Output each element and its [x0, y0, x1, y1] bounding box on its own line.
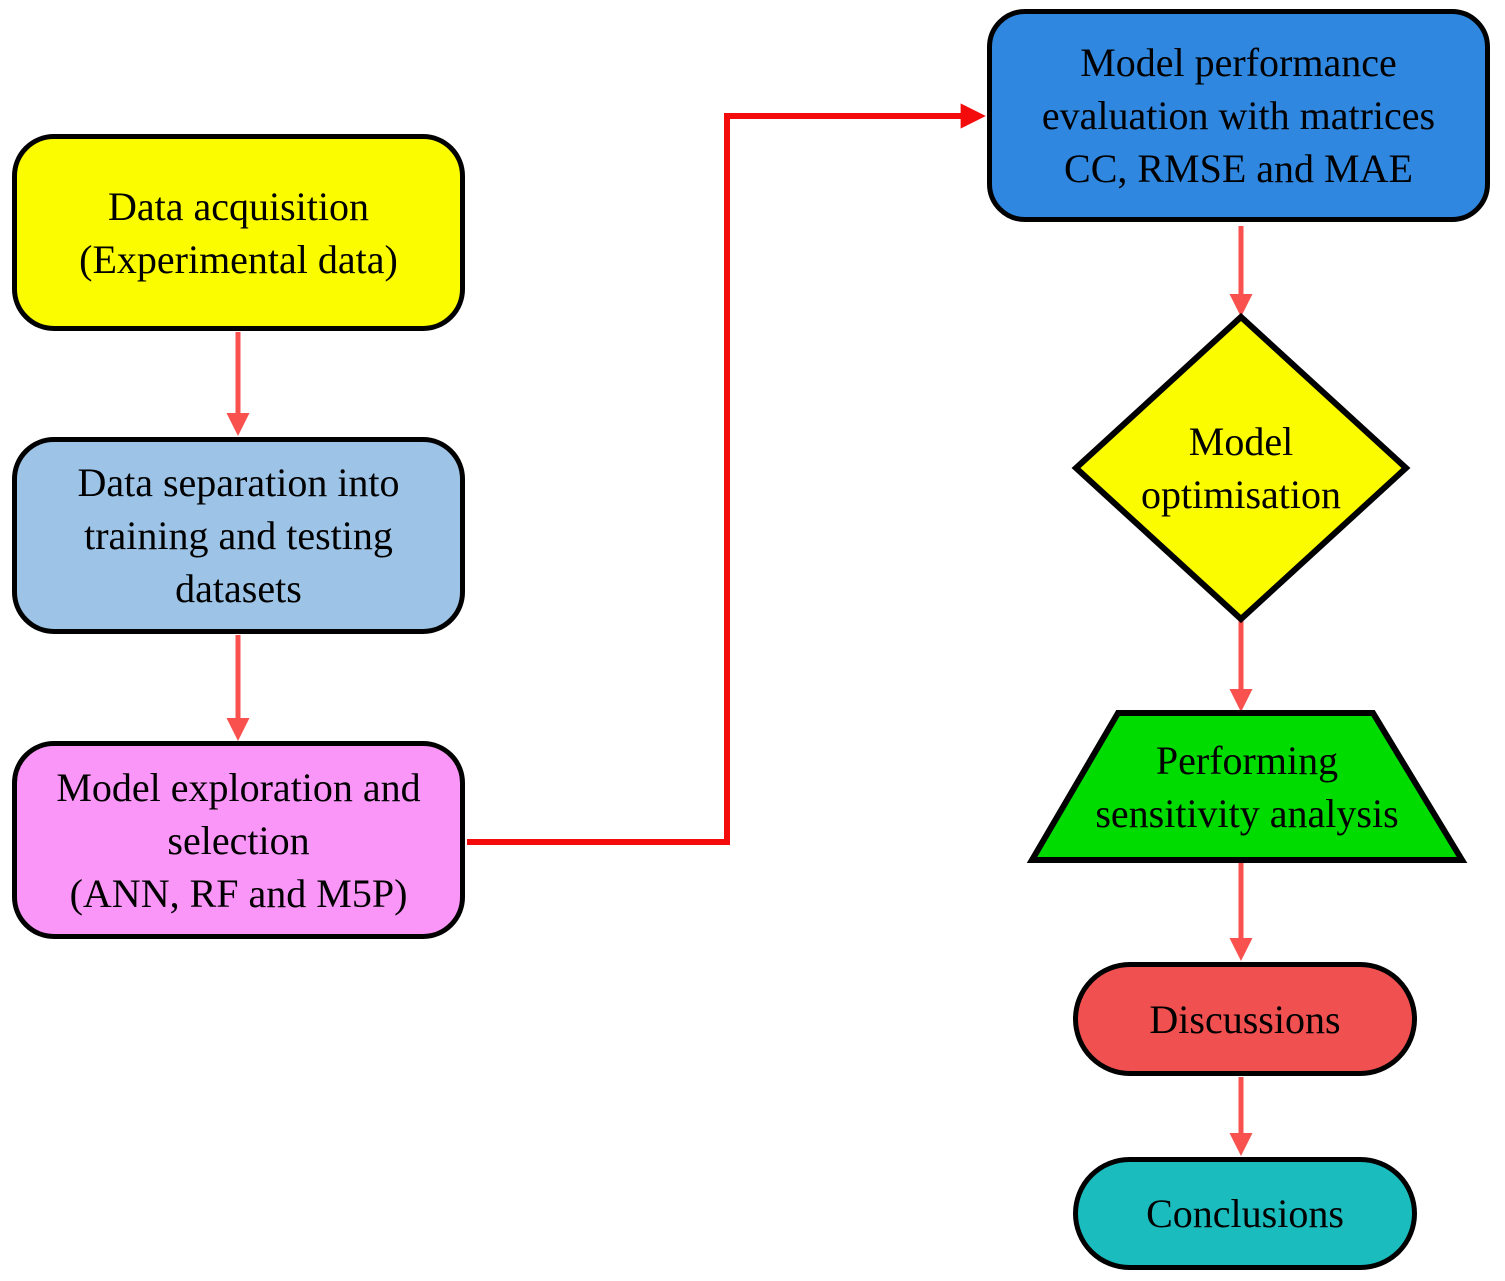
- arrow-model-exploration-to-model-evaluation: [467, 103, 986, 845]
- trapezoid-sensitivity-analysis: [1026, 710, 1468, 863]
- node-data-separation-label: Data separation into training and testin…: [77, 460, 400, 611]
- node-model-exploration-label: Model exploration and selection (ANN, RF…: [56, 764, 421, 916]
- node-model-evaluation: Model performance evaluation with matric…: [987, 9, 1490, 222]
- node-model-exploration: Model exploration and selection (ANN, RF…: [12, 741, 465, 939]
- node-conclusions: Conclusions: [1073, 1157, 1417, 1270]
- node-data-acquisition: Data acquisition (Experimental data): [12, 134, 465, 331]
- node-data-separation: Data separation into training and testin…: [12, 437, 465, 634]
- node-discussions: Discussions: [1073, 962, 1417, 1076]
- diamond-model-optimisation: [1071, 312, 1411, 624]
- node-discussions-label: Discussions: [1149, 996, 1341, 1042]
- node-data-acquisition-label: Data acquisition (Experimental data): [79, 183, 398, 282]
- node-conclusions-label: Conclusions: [1146, 1191, 1344, 1236]
- node-model-evaluation-label: Model performance evaluation with matric…: [1041, 40, 1436, 191]
